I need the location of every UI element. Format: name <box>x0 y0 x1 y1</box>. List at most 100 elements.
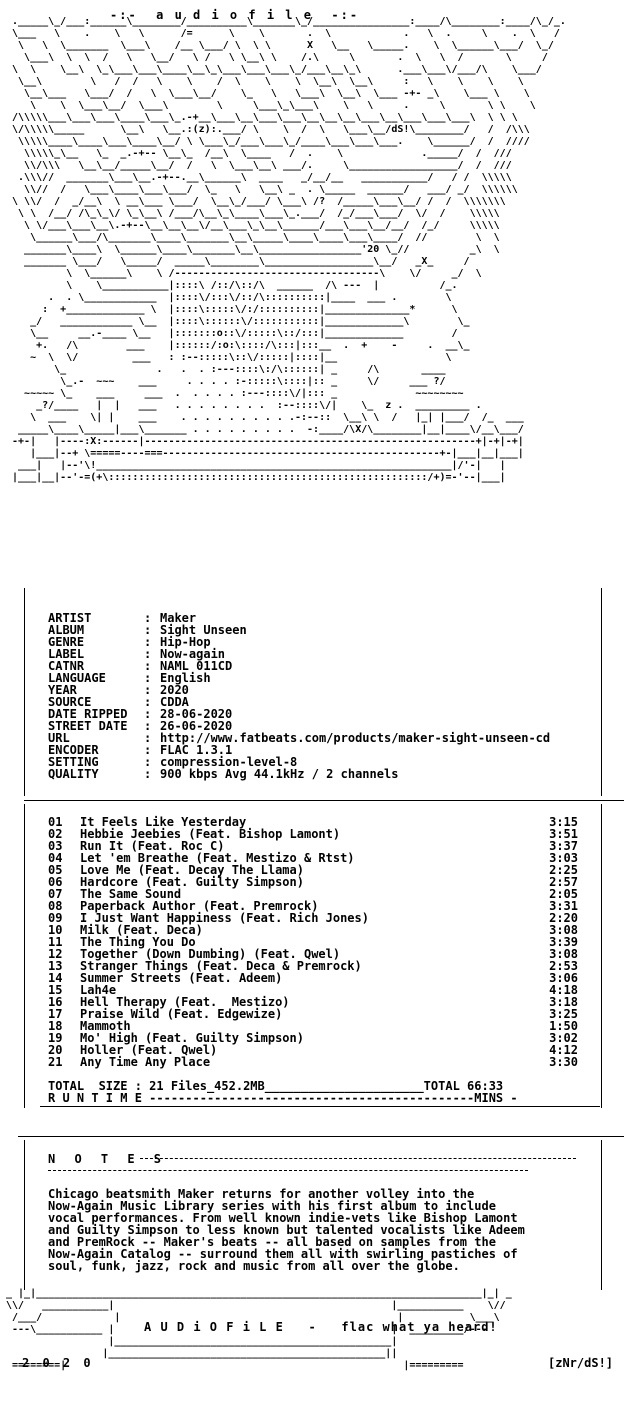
info-value: Hip-Hop <box>160 635 211 649</box>
page-title: -:- a u d i o f i l e -:- <box>110 8 360 22</box>
info-value: compression-level-8 <box>160 755 298 769</box>
info-value: 900 kbps Avg 44.1kHz / 2 channels <box>160 767 399 781</box>
info-row: URL:http://www.fatbeats.com/products/mak… <box>48 731 551 745</box>
info-row: CATNR:NAML 011CD <box>48 659 233 673</box>
tracklist-frame <box>24 804 602 1108</box>
track-title: Hardcore (Feat. Guilty Simpson) <box>80 875 304 889</box>
track-number: 18 <box>48 1019 63 1033</box>
track-duration: 2:53 <box>549 959 578 973</box>
track-duration: 3:02 <box>549 1031 578 1045</box>
track-title: Love Me (Feat. Decay The Llama) <box>80 863 304 877</box>
track-duration: 4:12 <box>549 1043 578 1057</box>
track-number: 16 <box>48 995 63 1009</box>
info-row: ENCODER:FLAC 1.3.1 <box>48 743 233 757</box>
info-key: GENRE <box>48 635 85 649</box>
track-row: 11 The Thing You Do 3:39 <box>48 936 578 948</box>
track-duration: 2:25 <box>549 863 578 877</box>
track-duration: 3:39 <box>549 935 578 949</box>
info-value: English <box>160 671 211 685</box>
track-title: Summer Streets (Feat. Adeem) <box>80 971 283 985</box>
track-duration: 3:31 <box>549 899 578 913</box>
track-duration: 3:25 <box>549 1007 578 1021</box>
info-row: STREET DATE:26-06-2020 <box>48 719 233 733</box>
info-key: ENCODER <box>48 743 99 757</box>
track-duration: 2:57 <box>549 875 578 889</box>
track-duration: 3:30 <box>549 1055 578 1069</box>
track-number: 21 <box>48 1055 63 1069</box>
track-duration: 3:06 <box>549 971 578 985</box>
track-number: 11 <box>48 935 63 949</box>
track-duration: 3:37 <box>549 839 578 853</box>
track-duration: 4:18 <box>549 983 578 997</box>
track-row: 21 Any Time Any Place 3:30 <box>48 1056 578 1068</box>
info-value: 28-06-2020 <box>160 707 233 721</box>
info-key: SETTING <box>48 755 99 769</box>
track-title: Let 'em Breathe (Feat. Mestizo & Rtst) <box>80 851 355 865</box>
track-title: Any Time Any Place <box>80 1055 211 1069</box>
track-number: 15 <box>48 983 63 997</box>
info-row: ARTIST:Maker <box>48 611 197 625</box>
track-number: 03 <box>48 839 63 853</box>
track-number: 09 <box>48 911 63 925</box>
track-duration: 3:08 <box>549 947 578 961</box>
divider-line <box>24 800 624 801</box>
info-row: DATE RIPPED:28-06-2020 <box>48 707 233 721</box>
info-row: LANGUAGE:English <box>48 671 211 685</box>
track-number: 10 <box>48 923 63 937</box>
runtime-line: R U N T I M E --------------------------… <box>48 1091 518 1105</box>
info-key: ARTIST <box>48 611 92 625</box>
info-key: LANGUAGE <box>48 671 106 685</box>
track-title: I Just Want Happiness (Feat. Rich Jones) <box>80 911 369 925</box>
track-number: 13 <box>48 959 63 973</box>
divider-line <box>40 1106 600 1107</box>
info-row: YEAR:2020 <box>48 683 189 697</box>
footer-frame-art: _ |_|___________________________________… <box>6 1288 512 1371</box>
track-row: 12 Together (Down Dumbing) (Feat. Qwel) 3:… <box>48 948 578 960</box>
track-duration: 3:51 <box>549 827 578 841</box>
info-frame <box>24 588 602 796</box>
info-value: 26-06-2020 <box>160 719 233 733</box>
info-key: QUALITY <box>48 767 99 781</box>
track-number: 08 <box>48 899 63 913</box>
info-value: Now-again <box>160 647 226 661</box>
track-title: Together (Down Dumbing) (Feat. Qwel) <box>80 947 341 961</box>
track-duration: 3:03 <box>549 851 578 865</box>
info-value: CDDA <box>160 695 189 709</box>
track-number: 12 <box>48 947 63 961</box>
track-title: Paperback Author (Feat. Premrock) <box>80 899 319 913</box>
info-row: SETTING:compression-level-8 <box>48 755 298 769</box>
track-number: 20 <box>48 1043 63 1057</box>
track-title: Hebbie Jeebies (Feat. Bishop Lamont) <box>80 827 341 841</box>
footer-year: 2 0 2 0 <box>22 1356 94 1370</box>
notes-frame <box>24 1140 602 1290</box>
info-value: 2020 <box>160 683 189 697</box>
info-row: LABEL:Now-again <box>48 647 226 661</box>
track-title: Mo' High (Feat. Guilty Simpson) <box>80 1031 304 1045</box>
track-title: Stranger Things (Feat. Deca & Premrock) <box>80 959 362 973</box>
track-number: 17 <box>48 1007 63 1021</box>
info-key: SOURCE <box>48 695 92 709</box>
info-key: URL <box>48 731 70 745</box>
track-title: The Thing You Do <box>80 935 196 949</box>
info-url[interactable]: http://www.fatbeats.com/products/maker-s… <box>160 731 551 745</box>
info-key: YEAR <box>48 683 77 697</box>
notes-text: Chicago beatsmith Maker returns for anot… <box>48 1187 525 1273</box>
ascii-art-logo: ._____\_/___:______\________/__________\… <box>12 16 566 483</box>
track-number: 07 <box>48 887 63 901</box>
total-size-line: TOTAL SIZE : 21 Files_452.2MB___________… <box>48 1079 504 1093</box>
track-duration: 3:15 <box>549 815 578 829</box>
info-key: CATNR <box>48 659 85 673</box>
notes-heading-rule <box>140 1158 576 1159</box>
track-duration: 2:05 <box>549 887 578 901</box>
